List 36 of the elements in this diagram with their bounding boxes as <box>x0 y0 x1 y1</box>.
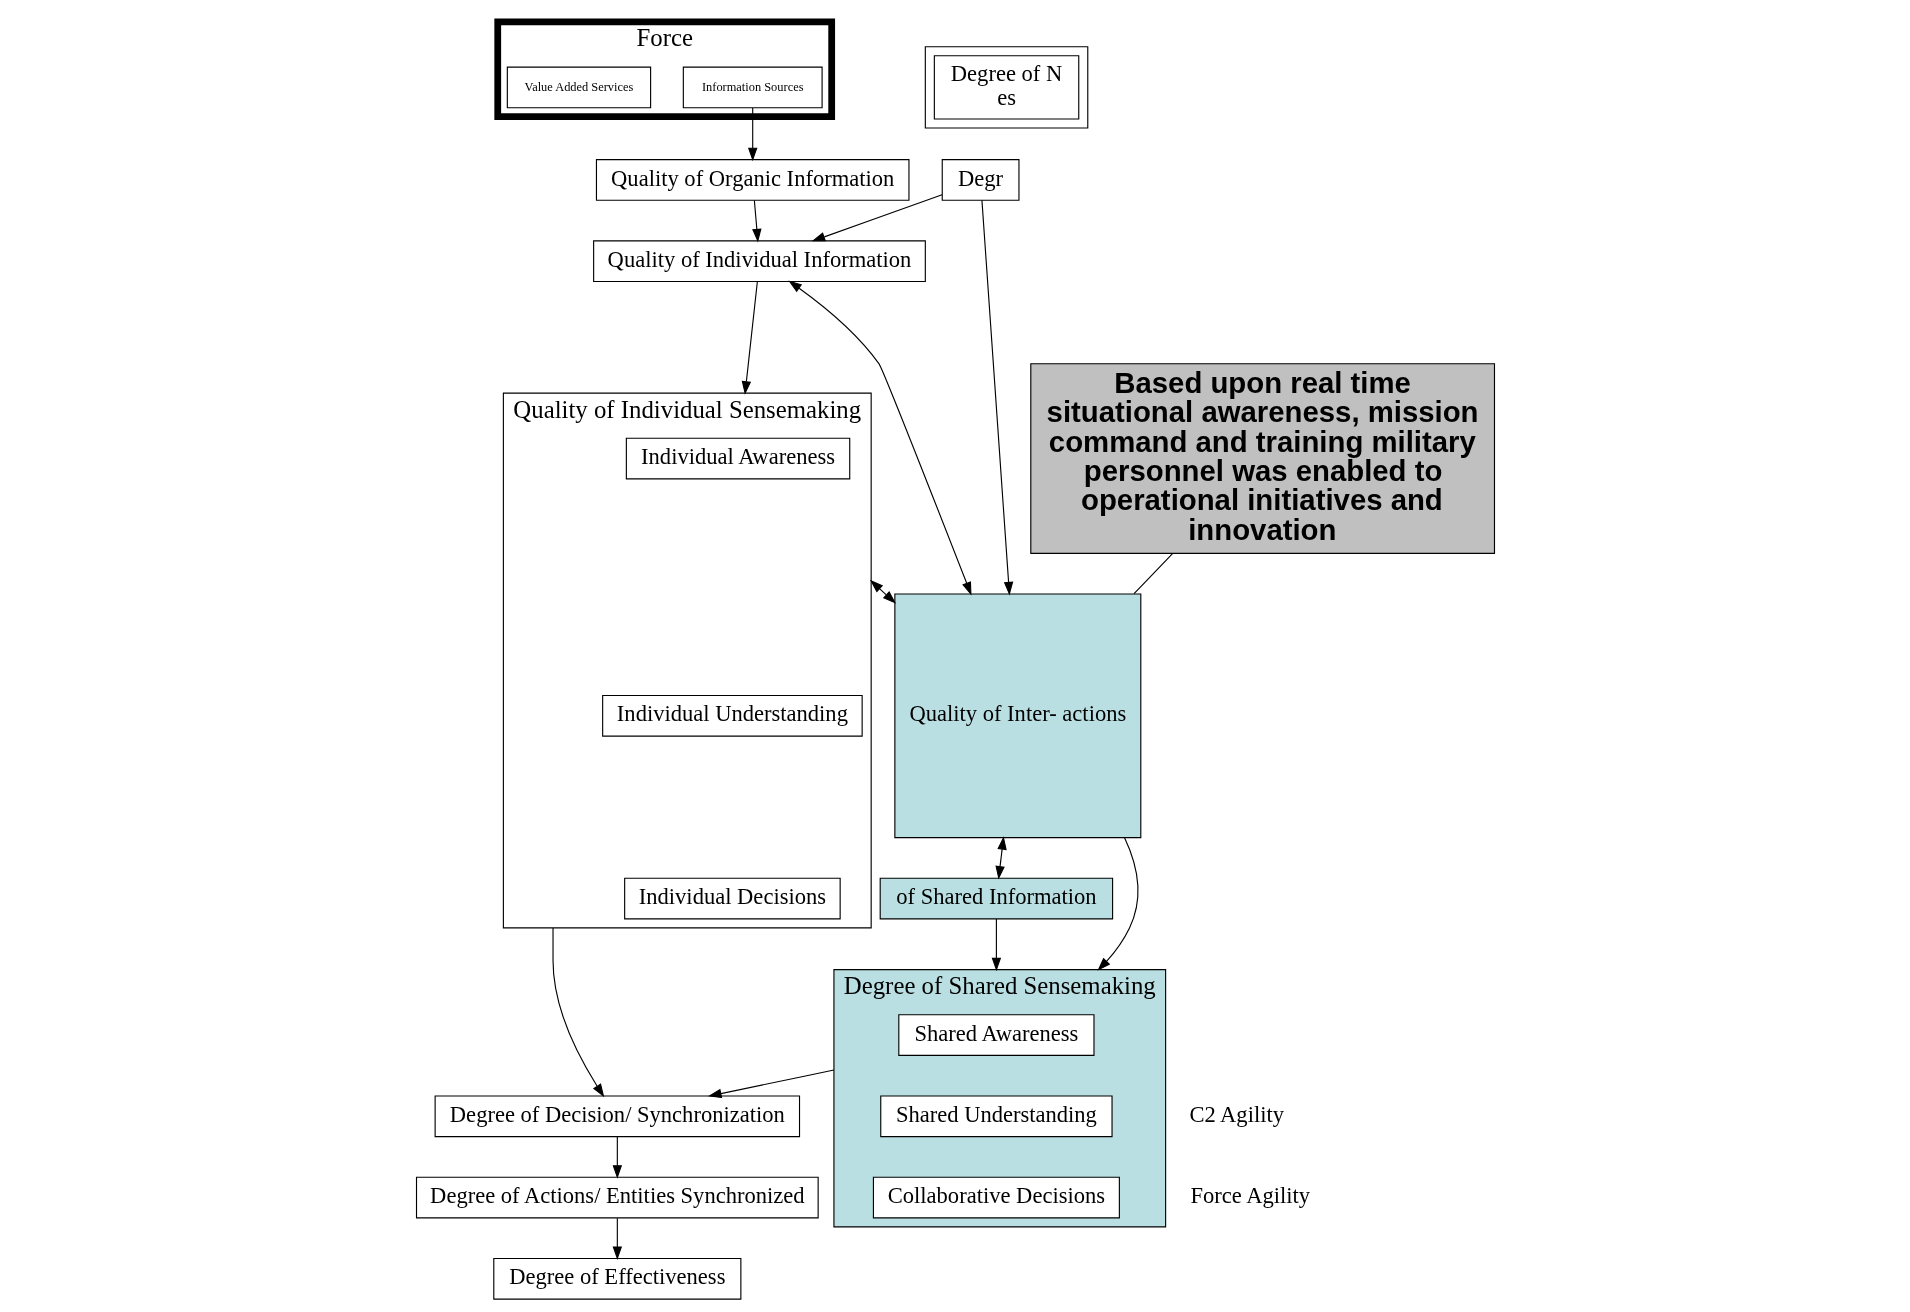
node-box: Value Added Services <box>506 66 651 109</box>
label: Force Agility <box>1189 1183 1310 1209</box>
node-box: Degr <box>941 159 1020 201</box>
node-box: Degree of Actions/ Entities Synchronized <box>415 1176 819 1219</box>
connector <box>1132 553 1173 595</box>
cluster <box>924 46 1088 129</box>
node-box: Individual Understanding <box>601 694 863 737</box>
arrow <box>741 281 758 395</box>
node-box: Collaborative Decisions <box>872 1176 1120 1219</box>
node-box: Shared Understanding <box>879 1095 1113 1138</box>
arrow <box>869 579 896 604</box>
arrow <box>1096 837 1138 971</box>
arrow <box>787 280 971 596</box>
label: C2 Agility <box>1188 1101 1284 1127</box>
node-box: Quality of Individual Information <box>592 240 926 282</box>
node-box: Quality of Inter- actions <box>893 593 1141 839</box>
arrow <box>991 918 1001 972</box>
node-box: Individual Awareness <box>625 437 850 480</box>
arrow <box>612 1136 622 1179</box>
node-box: Information Sources <box>682 66 823 109</box>
arrow <box>707 1069 834 1099</box>
node-box: Degree of N es <box>933 55 1079 120</box>
arrow <box>811 194 943 242</box>
node-box: Individual Decisions <box>623 877 841 920</box>
arrow <box>994 836 1007 880</box>
node-box: Degree of Decision/ Synchronization <box>434 1095 800 1138</box>
node-box: Shared Awareness <box>897 1014 1095 1056</box>
arrow <box>980 199 1013 596</box>
arrow <box>747 107 757 162</box>
arrow <box>751 200 762 243</box>
node-box: Based upon real time situational awareness, mission command and training military personnel was enabled to operational initiatives and innovation <box>1029 363 1495 554</box>
node-box: of Shared Information <box>879 877 1113 920</box>
node-box: Quality of Organic Information <box>595 159 910 201</box>
arrow <box>551 927 604 1098</box>
arrow <box>612 1217 622 1261</box>
node-box: Degree of Effectiveness <box>492 1257 741 1300</box>
